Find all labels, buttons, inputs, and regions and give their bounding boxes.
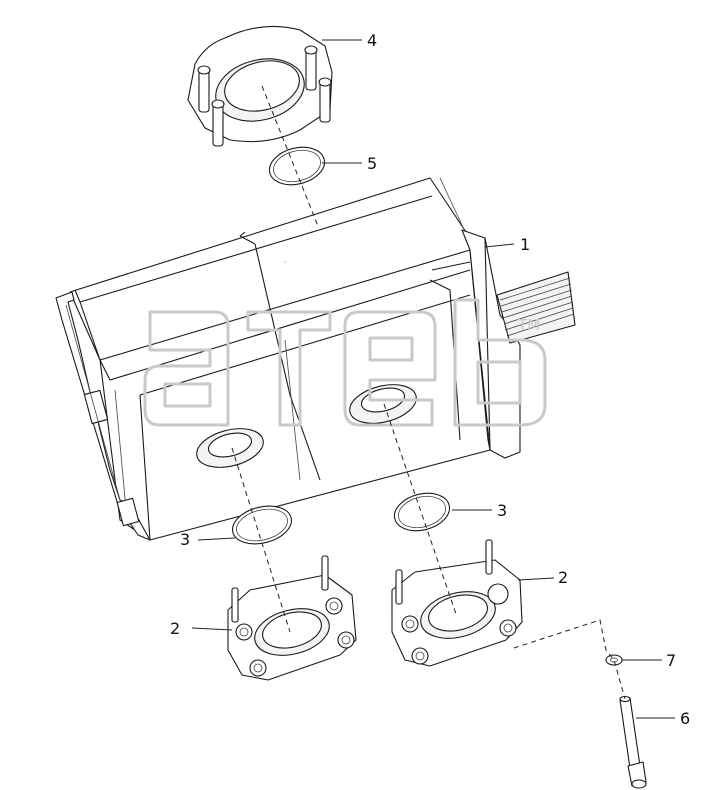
callout-4: 4 <box>367 31 377 50</box>
top-flange <box>187 25 333 147</box>
outlet-o-ring <box>393 492 451 532</box>
callout-2-outlet: 2 <box>558 568 568 587</box>
washer <box>605 654 623 666</box>
callout-1: 1 <box>520 235 530 254</box>
callout-7: 7 <box>666 651 676 670</box>
leader-lines <box>191 39 675 719</box>
outlet-flange <box>391 539 523 667</box>
shaft-splines <box>499 277 575 337</box>
callout-3-outlet: 3 <box>497 501 507 520</box>
cap-screw <box>619 695 647 789</box>
callout-5: 5 <box>367 154 377 173</box>
callout-labels: 1 2 2 3 3 4 5 6 7 <box>170 31 690 728</box>
inlet-flange <box>227 555 357 681</box>
trademark-label: TM <box>517 316 540 334</box>
top-o-ring <box>268 146 326 186</box>
callout-2-inlet: 2 <box>170 619 180 638</box>
flange-bolt <box>198 69 210 113</box>
assembly-lines <box>231 85 626 700</box>
watermark-logo: TM <box>143 298 547 427</box>
callout-6: 6 <box>680 709 690 728</box>
pump-body <box>55 177 576 541</box>
flange-screw <box>235 597 355 677</box>
inlet-o-ring <box>232 505 292 545</box>
flange-screw <box>401 615 517 665</box>
callout-3-inlet: 3 <box>180 530 190 549</box>
